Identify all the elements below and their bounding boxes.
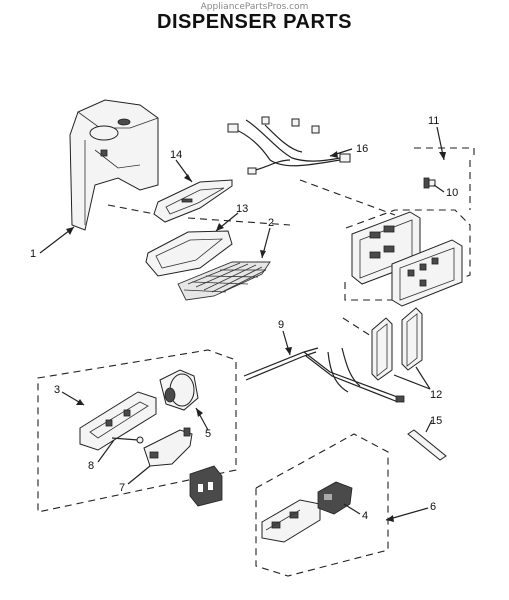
part-8-screw (111, 436, 144, 444)
callout-1: 1 (30, 248, 36, 260)
part-1-housing (69, 99, 159, 231)
part-13-tray (145, 230, 233, 277)
callout-13: 13 (236, 203, 248, 215)
page-title: DISPENSER PARTS (157, 11, 352, 33)
part-11-control-housing (344, 147, 475, 307)
callout-8: 8 (88, 460, 94, 472)
part-12-light-covers (371, 307, 423, 381)
solenoid-block (189, 465, 223, 507)
callout-11: 11 (428, 115, 439, 127)
part-5-motor (159, 369, 199, 411)
callout-3: 3 (54, 384, 60, 396)
part-3-bracket (79, 391, 157, 451)
part-4-switch (317, 481, 353, 515)
callout-10: 10 (446, 187, 458, 199)
callout-15: 15 (430, 415, 442, 427)
part-15-rod (407, 429, 447, 461)
part-16-harness (227, 116, 351, 175)
part-2-grille (177, 261, 271, 301)
callout-12: 12 (430, 389, 442, 401)
part-7-actuator (143, 427, 193, 467)
callout-6: 6 (430, 501, 436, 513)
watermark-text: AppliancePartsPros.com (200, 2, 309, 12)
part-14-frame (153, 179, 233, 223)
callout-2: 2 (268, 217, 274, 229)
callout-7: 7 (119, 482, 125, 494)
callout-9: 9 (278, 319, 284, 331)
callout-14: 14 (170, 149, 182, 161)
part-6-board (261, 499, 321, 543)
part-9-heater-wire (243, 347, 405, 403)
callout-4: 4 (362, 510, 368, 522)
callout-16: 16 (356, 143, 368, 155)
callout-5: 5 (205, 428, 211, 440)
part-10-clip (423, 177, 436, 189)
